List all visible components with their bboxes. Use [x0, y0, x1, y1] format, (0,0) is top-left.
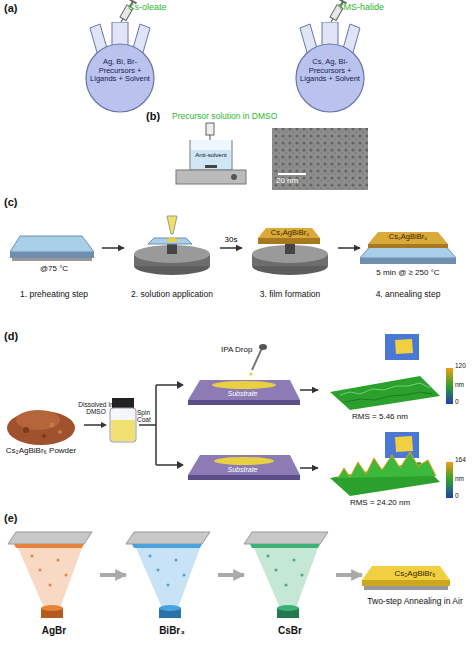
evaporation-step: AgBr	[8, 525, 100, 641]
powder-sample: Cs₂AgBiBr₆ Powder	[4, 392, 78, 472]
process-arrow	[300, 389, 318, 391]
flask-node: Ag, Bi, Br- Precursors + Ligands + Solve…	[60, 22, 180, 114]
final-film: Cs₂AgBiBr₆ Two-step Annealing in Air	[362, 525, 468, 641]
afm-image: RMS = 5.46 nm	[318, 332, 442, 427]
node-text: Substrate	[185, 466, 300, 474]
node-text: Substrate	[185, 390, 300, 398]
panel-letter: (b)	[146, 110, 160, 123]
evaporation-step: BiBr₃	[126, 525, 218, 641]
node-text: Ag, Bi, Br- Precursors + Ligands + Solve…	[86, 58, 154, 84]
process-arrow	[336, 573, 362, 577]
node-text: Cs₂AgBiBr₆	[242, 229, 338, 238]
process-arrow	[220, 247, 242, 249]
node-text: 4. annealing step	[360, 290, 456, 300]
process-arrow	[300, 467, 318, 469]
node-text: 2. solution application	[124, 290, 220, 300]
panel-letter: (c)	[4, 196, 17, 209]
colorbar-tick: 0	[455, 398, 474, 405]
colorbar-tick: 120	[455, 362, 474, 369]
colorbar-tick: 0	[455, 492, 474, 499]
reagent-label: Cs-oleate	[128, 2, 167, 12]
panel-letter: (e)	[4, 512, 17, 525]
panel-letter: (d)	[4, 330, 18, 343]
colorbar-tick: 164	[455, 456, 474, 463]
process-step: @75 °C 1. preheating step	[6, 212, 102, 317]
colorbar-unit: nm	[455, 381, 474, 388]
node-text: 3. film formation	[242, 290, 338, 300]
panel-letter: (a)	[4, 2, 17, 15]
node-text: AgBr	[8, 625, 100, 637]
node-text: @75 °C	[6, 264, 102, 273]
node-text: Cs₂AgBiBr₆	[362, 569, 468, 578]
process-arrow	[100, 573, 126, 577]
process-arrow	[102, 247, 124, 249]
process-step: 2. solution application	[124, 212, 220, 317]
node-text: Two-step Annealing in Air	[362, 597, 468, 607]
edge-label: 30s	[216, 235, 246, 244]
evaporation-step: CsBr	[244, 525, 336, 641]
node-text: RMS = 5.46 nm	[318, 412, 442, 421]
node-text: CsBr	[244, 625, 336, 637]
solution-label: Precursor solution in DMSO	[172, 112, 312, 122]
scale-bar-label: 20 nm	[276, 176, 316, 185]
process-arrow	[218, 573, 244, 577]
node-text: Cs₂AgBiBr₆ Powder	[4, 446, 78, 455]
afm-image: RMS = 24.20 nm	[318, 430, 442, 512]
flask-node: Cs, Ag, Bi- Precursors + Ligands + Solve…	[270, 22, 390, 114]
node-text: 1. preheating step	[6, 290, 102, 300]
process-step: Cs₂AgBiBr₆ 5 min @ ≥ 250 °C 4. annealing s…	[360, 212, 456, 317]
node-text: Cs₂AgBiBr₆	[360, 233, 456, 242]
reagent-label: TMS-halide	[338, 2, 384, 12]
node-text: 5 min @ ≥ 250 °C	[360, 268, 456, 277]
node-text: Cs, Ag, Bi- Precursors + Ligands + Solve…	[296, 58, 364, 84]
node-text: IPA Drop	[221, 345, 271, 354]
substrate: Substrate	[185, 440, 300, 485]
arrow-note: Spin Coat	[137, 409, 157, 424]
process-step: Cs₂AgBiBr₆ 3. film formation	[242, 212, 338, 317]
process-arrow	[338, 247, 360, 249]
node-text: RMS = 24.20 nm	[318, 498, 442, 507]
arrow-note: Dissolved In DMSO	[78, 401, 114, 416]
colorbar-unit: nm	[455, 475, 474, 482]
node-text: BiBr₃	[126, 625, 218, 637]
substrate: IPA DropSubstrate	[185, 345, 300, 407]
beaker-label: Anti-solvent	[190, 152, 232, 159]
